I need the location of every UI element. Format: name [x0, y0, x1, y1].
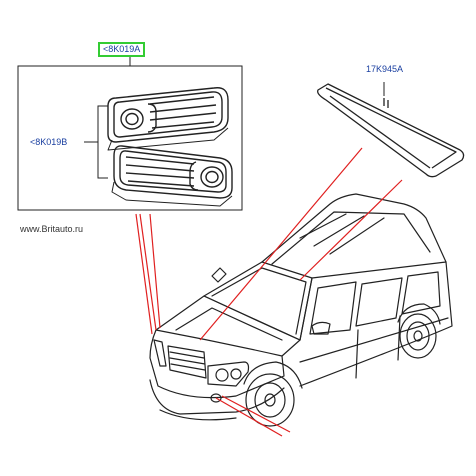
lower-fog-lamp-bezel-icon — [111, 145, 233, 207]
red-leader-lines — [135, 147, 403, 437]
part-label-8k019a[interactable]: <8K019A — [98, 42, 146, 57]
part-label-8k019b[interactable]: <8K019B — [30, 137, 68, 147]
upper-fog-lamp-bezel-icon — [107, 87, 229, 151]
roof-trim-strip-icon — [317, 82, 465, 178]
label-b-bracket — [97, 105, 108, 179]
suv-vehicle-icon — [149, 193, 453, 427]
site-watermark: www.Britauto.ru — [20, 224, 84, 234]
part-label-17k945a[interactable]: 17K945A — [366, 64, 404, 74]
